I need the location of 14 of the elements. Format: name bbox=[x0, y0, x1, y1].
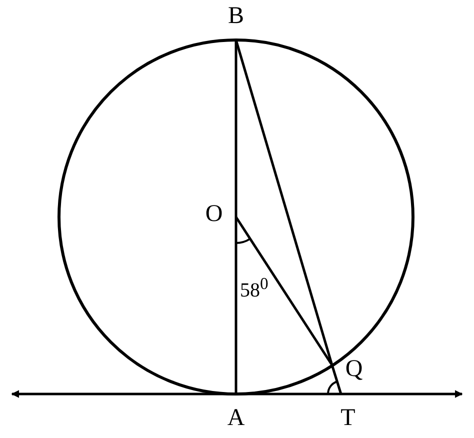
line-segment bbox=[234, 40, 238, 217]
line-segment bbox=[330, 364, 342, 394]
point-label: A bbox=[227, 406, 245, 430]
line-segment bbox=[234, 217, 238, 394]
point-label: Q bbox=[345, 357, 363, 381]
point-label: T bbox=[340, 406, 356, 430]
line-segment bbox=[11, 390, 236, 398]
line-segment bbox=[236, 392, 341, 396]
point-label: B bbox=[228, 4, 244, 28]
line-segment bbox=[234, 216, 334, 366]
line-segment bbox=[234, 40, 334, 366]
angle-label: 58$^{0}$ bbox=[240, 274, 268, 301]
point-label: O bbox=[205, 202, 223, 226]
line-segment bbox=[341, 390, 463, 398]
